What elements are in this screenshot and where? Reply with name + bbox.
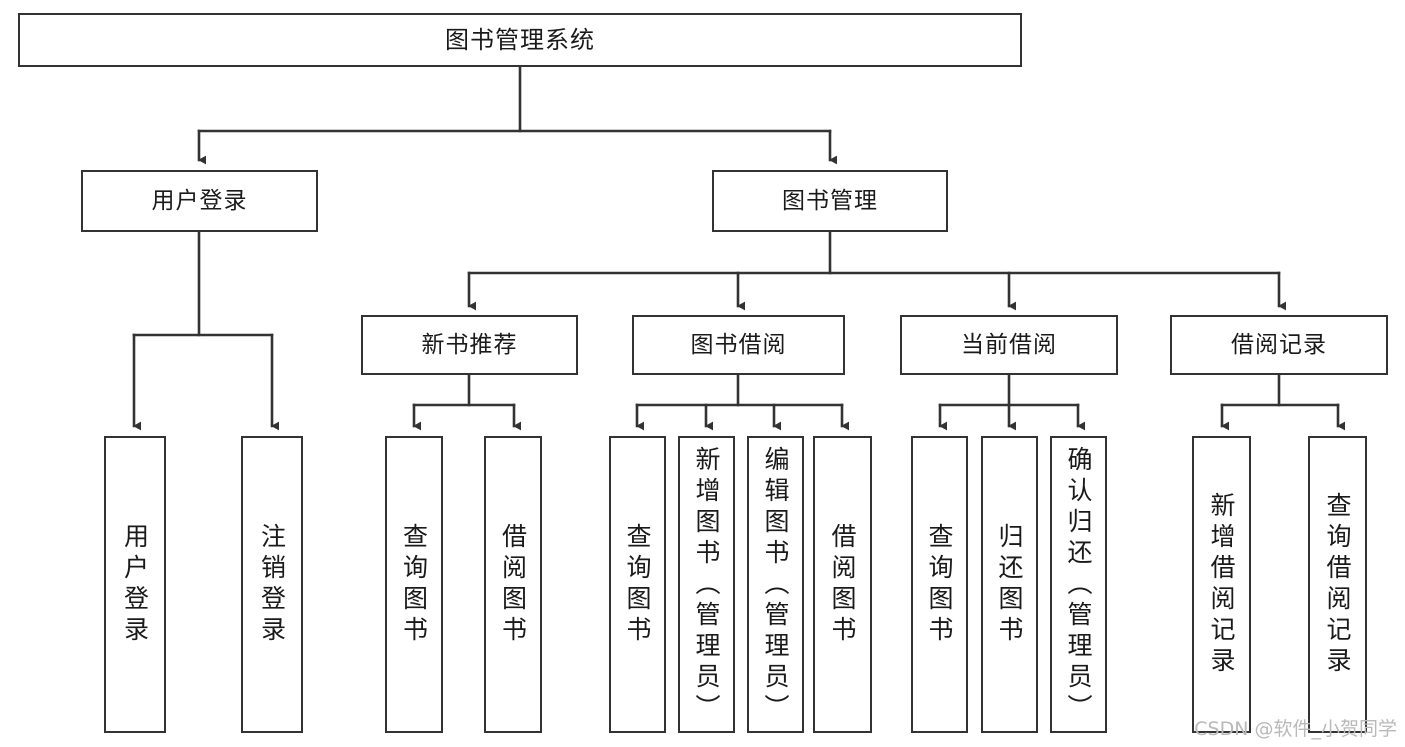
node-borrow-record[interactable]: 借阅记录	[1170, 315, 1388, 375]
leaf-query-book-current[interactable]: 查询图书	[911, 436, 968, 733]
node-book-borrow[interactable]: 图书借阅	[632, 315, 845, 375]
node-label: 查询图书	[399, 522, 429, 647]
node-label: 查询图书	[623, 522, 652, 647]
leaf-borrow-book-recommend[interactable]: 借阅图书	[484, 436, 542, 733]
node-label: 图书借阅	[690, 331, 787, 358]
leaf-query-book-borrow[interactable]: 查询图书	[609, 436, 666, 733]
node-book-management[interactable]: 图书管理	[712, 170, 948, 232]
node-label: 用户登录	[120, 522, 150, 647]
leaf-query-book-recommend[interactable]: 查询图书	[385, 436, 443, 733]
leaf-borrow-book[interactable]: 借阅图书	[813, 436, 872, 733]
csdn-watermark: CSDN @软件_小贺同学	[1194, 718, 1397, 740]
leaf-return-book[interactable]: 归还图书	[981, 436, 1038, 733]
leaf-confirm-return-admin[interactable]: 确认归还（管理员）	[1050, 436, 1107, 733]
node-label: 归还图书	[995, 522, 1024, 647]
leaf-query-borrow-record[interactable]: 查询借阅记录	[1308, 436, 1367, 733]
node-label: 查询图书	[925, 522, 954, 647]
node-label: 查询借阅记录	[1323, 491, 1352, 678]
node-label: 新书推荐	[421, 331, 518, 358]
leaf-logout-login[interactable]: 注销登录	[241, 436, 303, 733]
node-label: 确认归还（管理员）	[1064, 446, 1093, 725]
node-label: 借阅记录	[1231, 331, 1327, 358]
node-label: 编辑图书（管理员）	[761, 446, 790, 725]
node-user-login[interactable]: 用户登录	[81, 170, 318, 232]
node-new-book-recommend[interactable]: 新书推荐	[361, 315, 578, 375]
leaf-user-login[interactable]: 用户登录	[104, 436, 166, 733]
node-book-management-system[interactable]: 图书管理系统	[18, 13, 1022, 67]
node-current-borrow[interactable]: 当前借阅	[900, 315, 1118, 375]
node-label: 用户登录	[151, 187, 248, 214]
node-label: 借阅图书	[498, 522, 528, 647]
node-label: 图书管理	[782, 187, 878, 214]
leaf-add-borrow-record[interactable]: 新增借阅记录	[1192, 436, 1251, 733]
node-label: 新增借阅记录	[1207, 491, 1236, 678]
node-label: 新增图书（管理员）	[692, 446, 721, 725]
node-label: 注销登录	[257, 522, 287, 647]
node-label: 当前借阅	[961, 331, 1057, 358]
leaf-add-book-admin[interactable]: 新增图书（管理员）	[678, 436, 735, 733]
node-label: 图书管理系统	[445, 26, 595, 54]
node-label: 借阅图书	[828, 522, 857, 647]
leaf-edit-book-admin[interactable]: 编辑图书（管理员）	[747, 436, 804, 733]
